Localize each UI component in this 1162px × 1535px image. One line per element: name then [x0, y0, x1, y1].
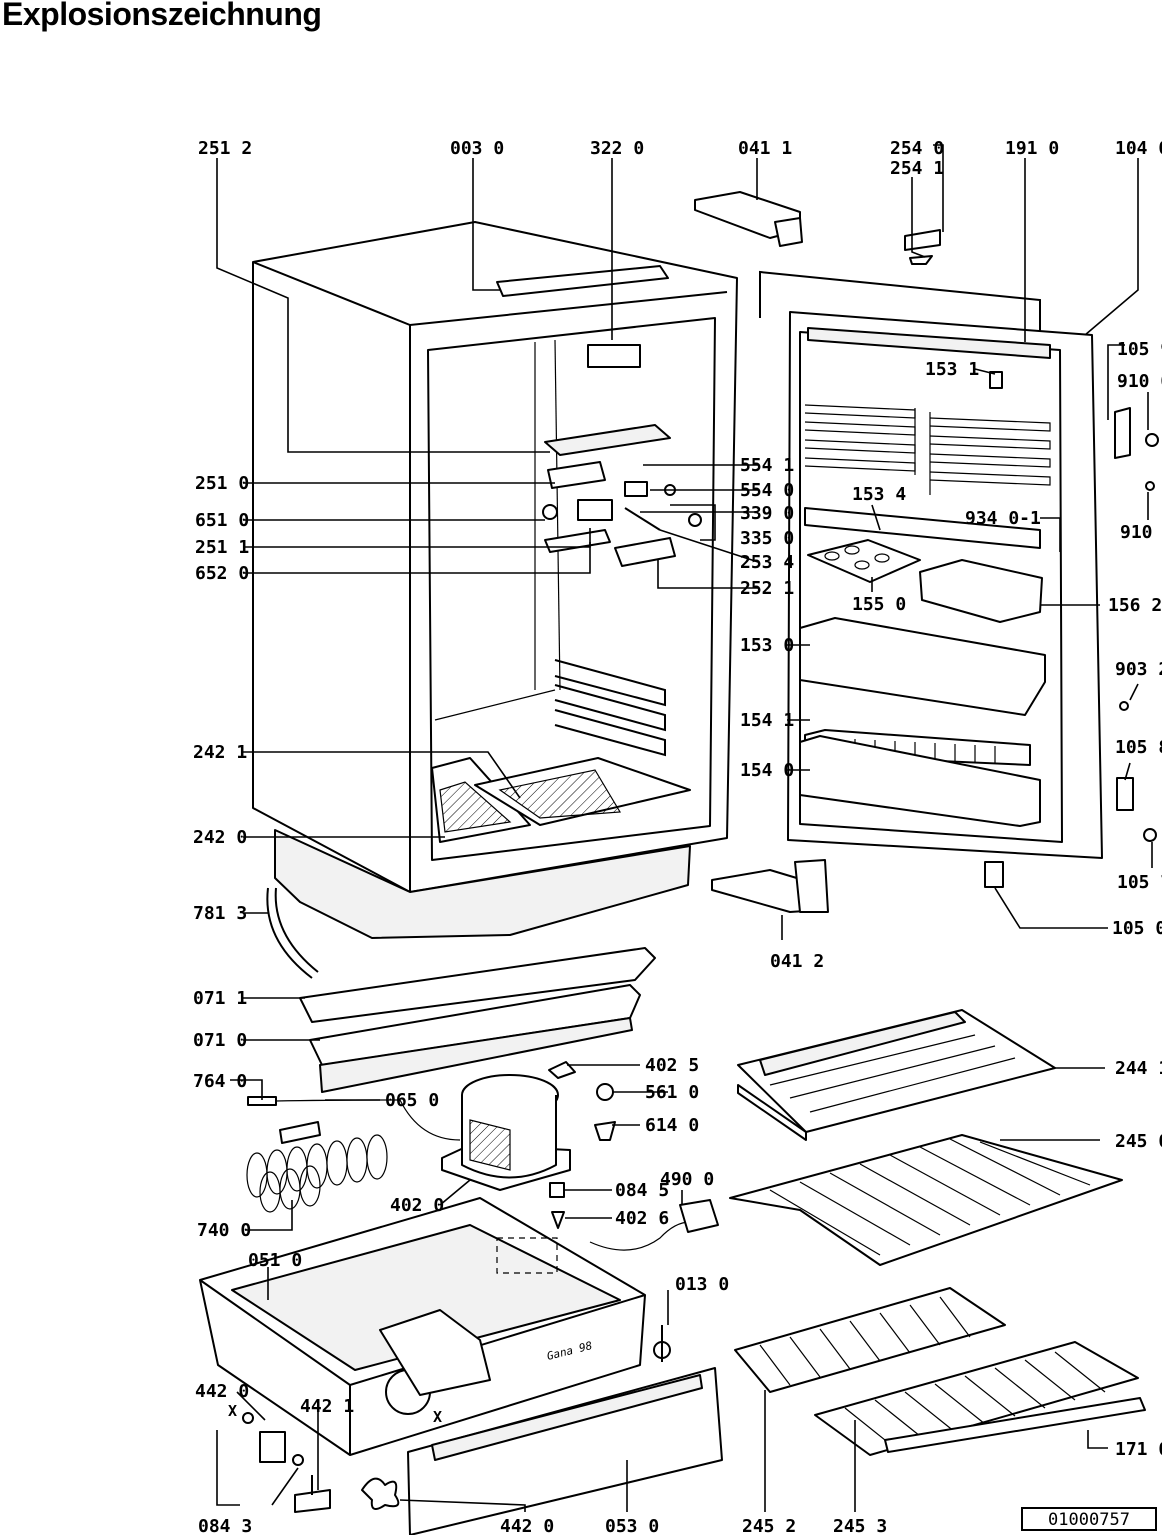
label-153-1: 153 1	[925, 359, 979, 380]
label-554-0: 554 0	[740, 480, 794, 501]
glass-shelf-lines	[769, 1034, 1016, 1113]
label-041-1: 041 1	[738, 138, 792, 159]
label-561-0: 561 0	[645, 1082, 699, 1103]
label-442-0-top: 442 0	[195, 1381, 249, 1402]
leader-lines	[216, 144, 1153, 1512]
label-171-0: 171 0	[1115, 1439, 1162, 1460]
label-191-0: 191 0	[1005, 138, 1059, 159]
label-651-0: 651 0	[195, 510, 249, 531]
label-614-0: 614 0	[645, 1115, 699, 1136]
label-105-0: 105 0	[1112, 918, 1162, 939]
label-105-8: 105 8	[1115, 737, 1162, 758]
label-065-0: 065 0	[385, 1090, 439, 1111]
label-053-0: 053 0	[605, 1516, 659, 1535]
label-254-0: 254 0	[890, 138, 944, 159]
label-251-0: 251 0	[195, 473, 249, 494]
label-245-2: 245 2	[742, 1516, 796, 1535]
label-244-1: 244 1	[1115, 1058, 1162, 1079]
label-903-2: 903 2	[1115, 659, 1162, 680]
label-245-3: 245 3	[833, 1516, 887, 1535]
label-402-0: 402 0	[390, 1195, 444, 1216]
label-105-9: 105 9	[1117, 339, 1162, 360]
label-254-1: 254 1	[890, 158, 944, 179]
label-442-0-bottom: 442 0	[500, 1516, 554, 1535]
label-781-3: 781 3	[193, 903, 247, 924]
label-051-0: 051 0	[248, 1250, 302, 1271]
label-003-0: 003 0	[450, 138, 504, 159]
label-251-2: 251 2	[198, 138, 252, 159]
label-253-4: 253 4	[740, 552, 794, 573]
label-322-0: 322 0	[590, 138, 644, 159]
label-154-0: 154 0	[740, 760, 794, 781]
marker-x-left: X	[228, 1402, 237, 1420]
part-labels: 251 2 003 0 322 0 041 1 254 0 254 1 191 …	[193, 138, 1162, 1535]
marker-x-right: X	[433, 1408, 442, 1426]
page-title: Explosionszeichnung	[2, 0, 322, 32]
condenser-coil	[246, 1134, 388, 1213]
label-084-5: 084 5	[615, 1180, 669, 1201]
label-156-2: 156 2	[1108, 595, 1162, 616]
shelves	[729, 1009, 1146, 1456]
label-154-1: 154 1	[740, 710, 794, 731]
label-242-1: 242 1	[193, 742, 247, 763]
label-490-0: 490 0	[660, 1169, 714, 1190]
label-740-0: 740 0	[197, 1220, 251, 1241]
wire-shelf-2-rods	[759, 1296, 971, 1386]
wire-shelf-rods	[769, 1138, 1091, 1256]
lower-cabinet-parts	[199, 887, 723, 1535]
reference-number-box: 01000757	[1021, 1507, 1157, 1531]
label-242-0: 242 0	[193, 827, 247, 848]
label-251-1: 251 1	[195, 537, 249, 558]
label-910-0: 910 0	[1117, 371, 1162, 392]
label-153-0: 153 0	[740, 635, 794, 656]
cabinet-body	[252, 191, 803, 939]
reference-number: 01000757	[1048, 1510, 1130, 1530]
label-105-7: 105 7	[1117, 872, 1162, 893]
label-910-1: 910 1	[1120, 522, 1162, 543]
label-402-6: 402 6	[615, 1208, 669, 1229]
label-245-0: 245 0	[1115, 1131, 1162, 1152]
label-934-0-1: 934 0-1	[965, 508, 1041, 529]
label-442-1: 442 1	[300, 1396, 354, 1417]
label-041-2: 041 2	[770, 951, 824, 972]
label-339-0: 339 0	[740, 503, 794, 524]
door-assembly	[711, 229, 1159, 913]
label-071-0: 071 0	[193, 1030, 247, 1051]
label-252-1: 252 1	[740, 578, 794, 599]
door-rails	[804, 404, 1051, 495]
label-084-3: 084 3	[198, 1516, 252, 1535]
label-402-5: 402 5	[645, 1055, 699, 1076]
label-764-0: 764 0	[193, 1071, 247, 1092]
label-104-0: 104 0	[1115, 138, 1162, 159]
label-013-0: 013 0	[675, 1274, 729, 1295]
label-155-0: 155 0	[852, 594, 906, 615]
label-335-0: 335 0	[740, 528, 794, 549]
label-554-1: 554 1	[740, 455, 794, 476]
label-153-4: 153 4	[852, 484, 906, 505]
label-652-0: 652 0	[195, 563, 249, 584]
label-071-1: 071 1	[193, 988, 247, 1009]
